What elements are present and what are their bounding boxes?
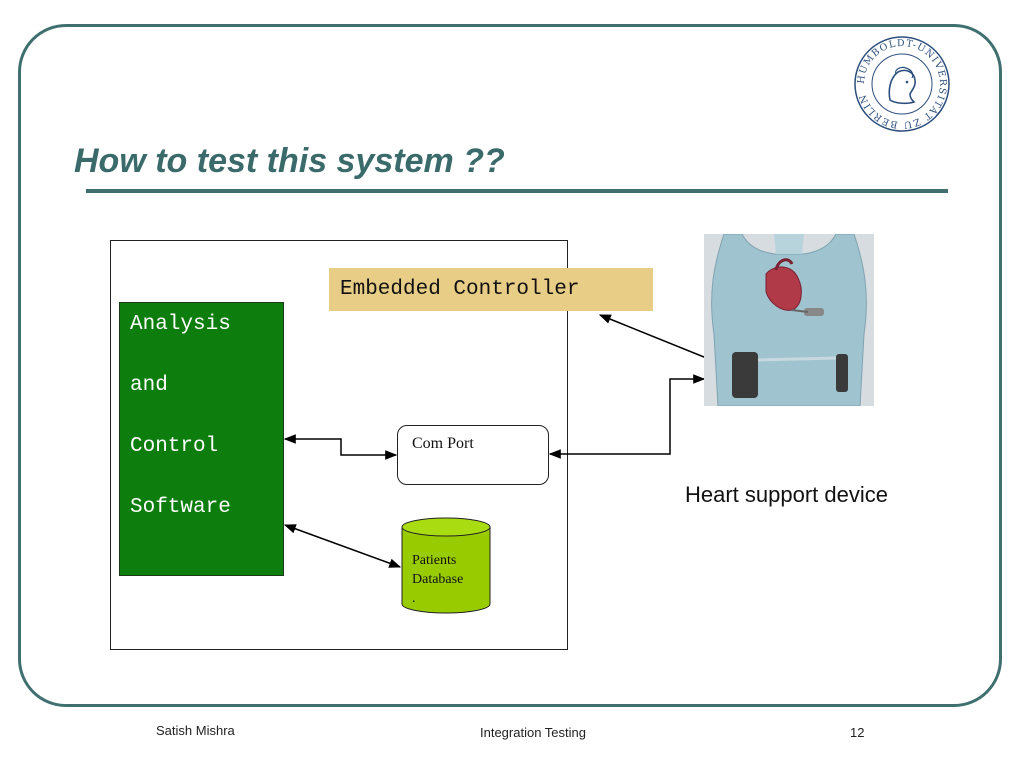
title-underline — [86, 189, 948, 193]
software-line-1: Analysis — [130, 313, 231, 336]
slide-frame — [18, 24, 1002, 707]
database-label: Patients Database . — [412, 551, 463, 608]
footer-topic: Integration Testing — [480, 725, 586, 740]
arrow-software-to-database — [283, 524, 402, 568]
database-line-1: Patients — [412, 553, 457, 568]
patients-database-cylinder — [401, 517, 491, 614]
database-line-3: . — [412, 591, 416, 606]
arrow-software-to-comport — [283, 434, 398, 460]
slide-title: How to test this system ?? — [74, 142, 505, 180]
analysis-control-software-box: Analysis and Control Software — [119, 302, 284, 576]
software-line-2: and — [130, 374, 168, 397]
arrow-comport-to-device — [548, 374, 706, 459]
footer-page-number: 12 — [850, 725, 865, 740]
device-caption: Heart support device — [685, 482, 888, 507]
com-port-box: Com Port — [397, 425, 549, 485]
software-line-4: Software — [130, 496, 231, 519]
embedded-controller-box: Embedded Controller — [329, 268, 653, 311]
database-line-2: Database — [412, 572, 464, 587]
software-line-3: Control — [130, 435, 219, 458]
heart-device-torso-image — [704, 234, 874, 406]
university-seal-logo: HUMBOLDT-UNIVERSITÄT ZU BERLIN — [854, 36, 950, 132]
footer-author: Satish Mishra — [156, 723, 235, 738]
